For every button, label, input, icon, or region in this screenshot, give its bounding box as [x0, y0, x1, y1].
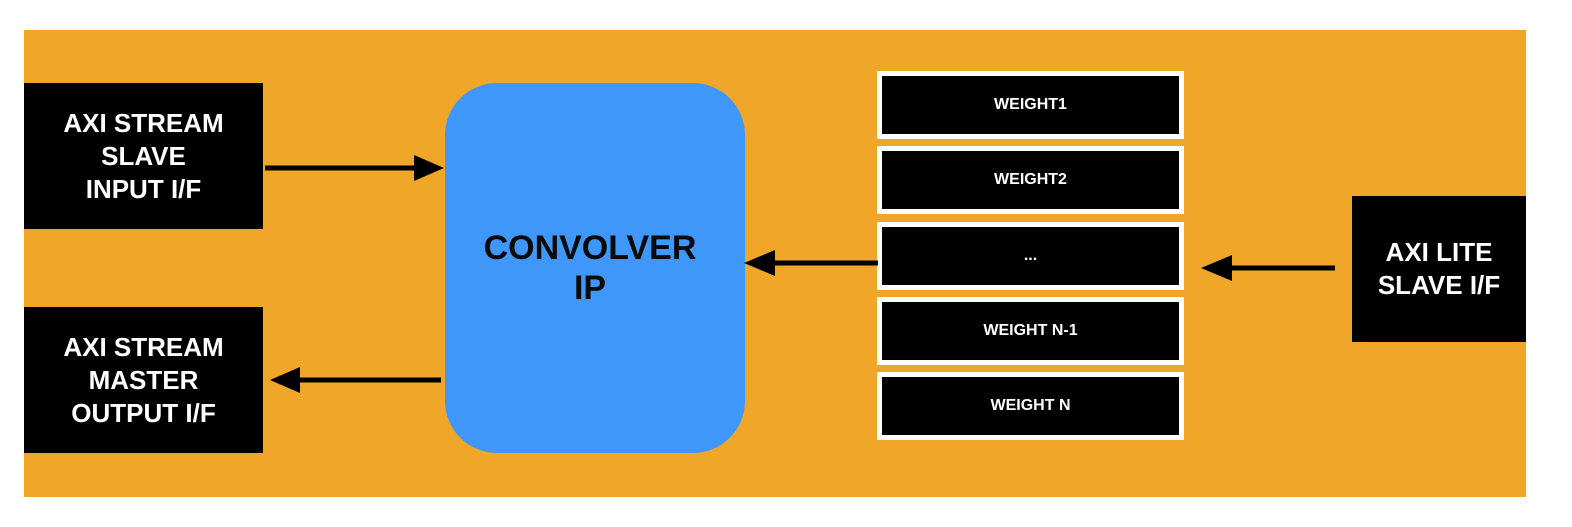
- axi-stream-slave-input-block: AXI STREAM SLAVE INPUT I/F: [24, 83, 263, 229]
- weight-register-label: WEIGHT N: [990, 397, 1071, 414]
- axi-lite-slave-block: AXI LITE SLAVE I/F: [1352, 196, 1526, 342]
- weight-register-ellipsis: ...: [877, 222, 1184, 290]
- weight-register-label: ...: [1023, 247, 1038, 264]
- weight-register-label: WEIGHT1: [994, 96, 1067, 113]
- axi-stream-master-output-label: AXI STREAM MASTER OUTPUT I/F: [63, 331, 224, 428]
- weight-register-n-minus-1: WEIGHT N-1: [877, 297, 1184, 365]
- axi-lite-slave-label: AXI LITE SLAVE I/F: [1377, 237, 1501, 300]
- weight-register-label: WEIGHT2: [994, 171, 1067, 188]
- axi-stream-master-output-block: AXI STREAM MASTER OUTPUT I/F: [24, 307, 263, 453]
- weight-register-1: WEIGHT1: [877, 71, 1184, 139]
- convolver-ip-label: CONVOLVER IP: [483, 229, 697, 307]
- axi-stream-slave-input-label: AXI STREAM SLAVE INPUT I/F: [63, 107, 224, 204]
- weight-register-n: WEIGHT N: [877, 372, 1184, 440]
- weight-register-2: WEIGHT2: [877, 146, 1184, 214]
- weight-register-label: WEIGHT N-1: [983, 322, 1078, 339]
- convolver-ip-block: CONVOLVER IP: [445, 83, 745, 453]
